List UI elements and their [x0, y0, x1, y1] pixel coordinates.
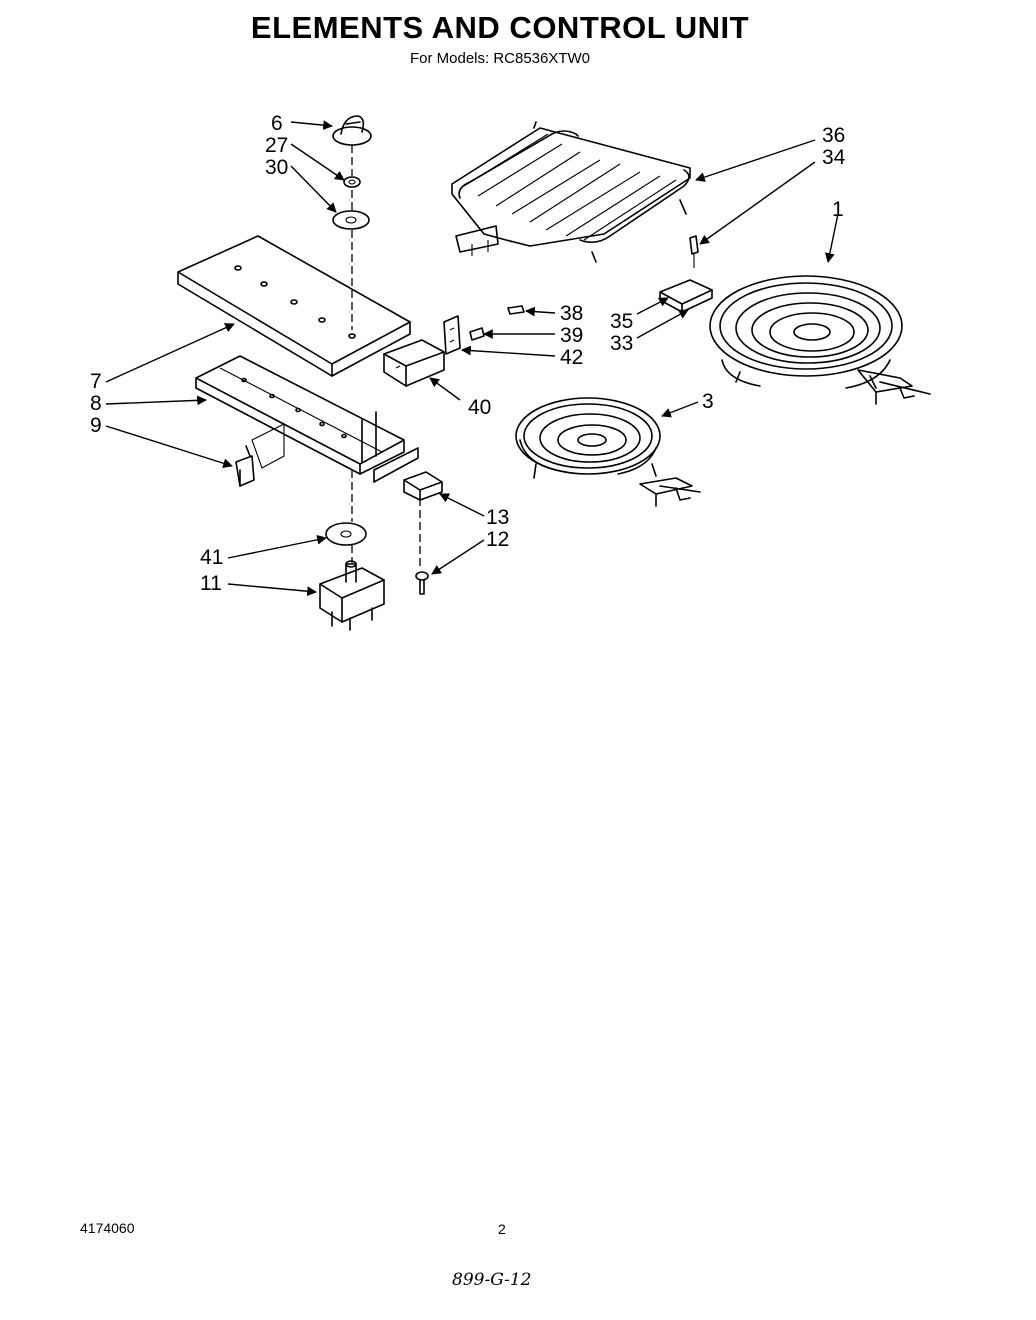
washer-part: [332, 210, 370, 230]
switch-part: [235, 445, 255, 487]
callout-11: 11: [200, 572, 222, 595]
infinite-switch-part: [383, 339, 445, 387]
callout-30: 30: [265, 156, 288, 179]
callout-41: 41: [200, 546, 223, 569]
callout-27: 27: [265, 134, 288, 157]
callout-7: 7: [90, 370, 102, 393]
receptacle-part: [659, 235, 713, 313]
small-surface-element-part: [515, 397, 701, 507]
callout-numbers: 6 27 30 36 34 1 38 35 39 33 42 7 40 8 3 …: [90, 112, 846, 595]
page-title: ELEMENTS AND CONTROL UNIT: [250, 10, 750, 45]
control-switch-body-part: [319, 560, 385, 631]
knob-ring-part: [343, 176, 361, 188]
callout-8: 8: [90, 392, 102, 415]
callout-39: 39: [560, 324, 583, 347]
callout-9: 9: [90, 414, 102, 437]
callout-33: 33: [610, 332, 633, 355]
terminal-block-part: [403, 471, 443, 501]
part-number: 4174060: [80, 1220, 135, 1236]
screw-part: [415, 571, 429, 595]
bake-element-part: [451, 121, 691, 263]
mounting-bracket-part: [195, 355, 419, 483]
callout-38: 38: [560, 302, 583, 325]
handwritten-code: 899-G-12: [452, 1270, 532, 1290]
control-panel-part: [177, 235, 411, 377]
callout-13: 13: [486, 506, 509, 529]
callout-12: 12: [486, 528, 509, 551]
callout-35: 35: [610, 310, 633, 333]
lower-washer-part: [325, 522, 367, 546]
bracket-screw-part: [443, 305, 525, 355]
callout-42: 42: [560, 346, 583, 369]
callout-40: 40: [468, 396, 491, 419]
callout-3: 3: [702, 390, 714, 413]
callout-6: 6: [271, 112, 283, 135]
leader-lines: [105, 120, 839, 597]
page-number: 2: [498, 1221, 506, 1237]
large-surface-element-part: [709, 275, 931, 405]
callout-1: 1: [832, 198, 844, 221]
model-subtitle: For Models: RC8536XTW0: [409, 50, 591, 67]
callout-36: 36: [822, 124, 845, 147]
callout-34: 34: [822, 146, 846, 169]
control-knob-part: [332, 115, 372, 146]
